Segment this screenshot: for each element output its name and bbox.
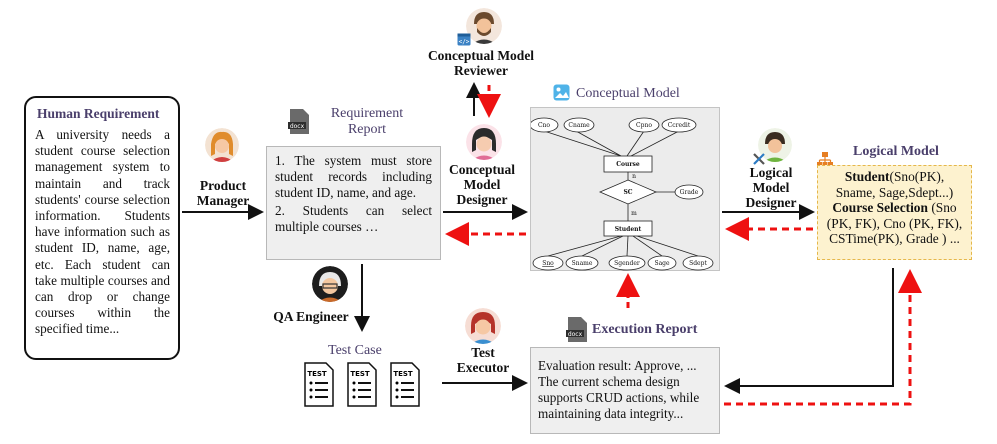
svg-text:TEST: TEST (350, 370, 370, 378)
test-doc-icon: TEST (347, 362, 377, 407)
attr-sdept: Sdept (689, 260, 707, 267)
tools-icon (752, 152, 766, 166)
execution-report-box: Evaluation result: Approve, ... The curr… (530, 347, 720, 434)
logical-model-title: Logical Model (853, 144, 939, 159)
human-requirement-box: Human Requirement A university needs a s… (24, 96, 180, 360)
conceptual-designer-avatar (466, 124, 502, 160)
attr-grade: Grade (680, 189, 699, 196)
svg-text:TEST: TEST (307, 370, 327, 378)
entity-course: Course (616, 161, 640, 168)
logical-student-label: Student (844, 169, 890, 184)
attr-ccredit: Ccredit (668, 122, 691, 129)
arrow-logical-to-execution (724, 268, 894, 394)
human-requirement-title: Human Requirement (37, 106, 160, 121)
attr-sgender: Sgender (614, 260, 640, 267)
requirement-item-1: 1. The system must store student records… (275, 153, 432, 200)
test-doc-icon: TEST (390, 362, 420, 407)
attr-cno: Cno (538, 122, 550, 129)
entity-student: Student (615, 226, 642, 233)
image-icon (553, 84, 570, 101)
attr-cpno: Cpno (636, 122, 652, 129)
card-m: m (631, 210, 637, 217)
svg-text:docx: docx (290, 123, 305, 130)
requirement-report-box: 1. The system must store student records… (266, 146, 441, 260)
attr-sname: Sname (572, 260, 593, 267)
feedback-execution-to-logical (724, 269, 922, 406)
logical-course-fields: (Sno (PK, FK), Cno (PK, FK), CSTime(PK),… (826, 200, 963, 247)
test-case-title: Test Case (328, 343, 382, 358)
test-executor-label: Test Executor (456, 345, 510, 375)
execution-report-title: Execution Report (592, 322, 698, 337)
test-doc-icon: TEST (304, 362, 334, 407)
qa-engineer-avatar (312, 266, 348, 302)
product-manager-label: Product Manager (196, 178, 250, 208)
hierarchy-icon (817, 152, 833, 168)
qa-engineer-label: QA Engineer (273, 309, 349, 324)
conceptual-model-title: Conceptual Model (576, 86, 680, 101)
er-diagram: Cno Cname Cpno Ccredit Course n SC Grade… (531, 117, 714, 271)
conceptual-designer-label: Conceptual Model Designer (448, 162, 515, 207)
requirement-item-2: 2. Students can select multiple courses … (275, 203, 432, 234)
conceptual-model-box: Cno Cname Cpno Ccredit Course n SC Grade… (530, 107, 720, 271)
execution-docx-icon: docx (566, 316, 588, 343)
logical-model-box: Student(Sno(PK), Sname, Sage,Sdept...) C… (817, 165, 972, 260)
logical-designer-avatar (758, 128, 792, 162)
svg-text:docx: docx (568, 331, 583, 338)
conceptual-reviewer-avatar (466, 8, 502, 44)
attr-cname: Cname (568, 122, 590, 129)
product-manager-avatar (205, 128, 239, 162)
execution-report-text: Evaluation result: Approve, ... The curr… (538, 358, 700, 421)
conceptual-reviewer-label: Conceptual Model Reviewer (427, 48, 535, 78)
code-window-icon: </> (457, 33, 471, 46)
requirement-docx-icon: docx (288, 108, 310, 135)
requirement-report-title: Requirement Report (330, 106, 404, 137)
test-executor-avatar (465, 308, 501, 344)
logical-designer-label: Logical Model Designer (745, 165, 797, 210)
logical-student-fields: (Sno(PK), Sname, Sage,Sdept...) (835, 169, 954, 200)
svg-text:TEST: TEST (393, 370, 413, 378)
svg-text:</>: </> (459, 39, 470, 46)
attr-sno: Sno (542, 260, 554, 267)
human-requirement-text: A university needs a student course sele… (35, 127, 170, 337)
relation-sc: SC (623, 189, 632, 196)
test-case-docs: TEST TEST TEST (304, 362, 434, 408)
card-n: n (632, 173, 636, 180)
attr-sage: Sage (654, 260, 670, 267)
logical-course-label: Course Selection (832, 200, 928, 216)
